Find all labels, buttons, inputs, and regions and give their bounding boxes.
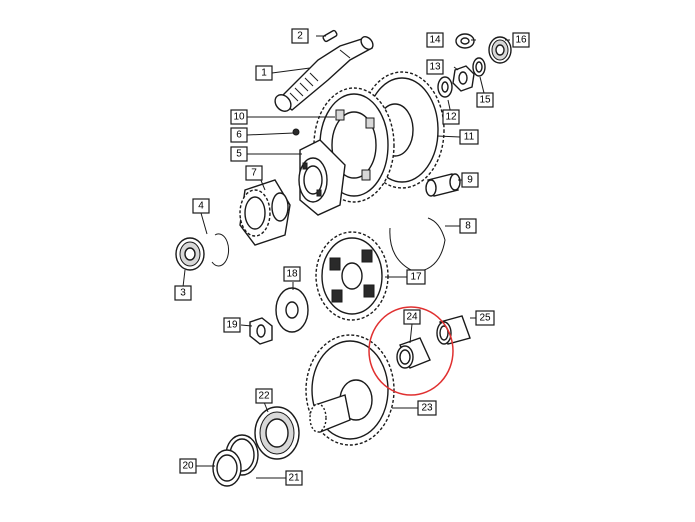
callout-10-label: 10 <box>233 112 245 123</box>
callout-4: 4 <box>192 198 210 214</box>
part-4-circlip <box>211 233 230 267</box>
callout-5: 5 <box>230 146 248 162</box>
callout-14-label: 14 <box>429 35 441 46</box>
callout-13: 13 <box>426 59 444 75</box>
callout-24: 24 <box>403 309 421 325</box>
callout-11: 11 <box>459 129 479 145</box>
callout-14: 14 <box>426 32 444 48</box>
part-19-nut <box>249 317 273 345</box>
part-23-cluster-gear <box>305 334 395 446</box>
part-20-seal-ring <box>212 449 242 487</box>
callout-23: 23 <box>417 400 437 416</box>
callout-25-label: 25 <box>479 313 491 324</box>
callout-6-label: 6 <box>236 130 242 141</box>
callout-1: 1 <box>255 65 273 81</box>
callout-21: 21 <box>285 470 303 486</box>
callout-22-label: 22 <box>258 391 270 402</box>
callout-18-label: 18 <box>286 269 298 280</box>
part-15-spacer <box>472 57 486 77</box>
callout-23-label: 23 <box>421 403 433 414</box>
callout-7-label: 7 <box>251 168 257 179</box>
callout-12-label: 12 <box>445 112 457 123</box>
callout-22: 22 <box>255 388 273 404</box>
part-22-ball-bearing <box>254 406 300 460</box>
callout-21-label: 21 <box>288 473 300 484</box>
part-12-washer <box>437 76 453 98</box>
part-3-bearing <box>175 237 205 271</box>
part-17-sprocket <box>315 231 389 321</box>
callout-24-label: 24 <box>406 312 418 323</box>
callout-15-label: 15 <box>479 95 491 106</box>
part-16-bearing <box>488 36 512 64</box>
callout-20-label: 20 <box>182 461 194 472</box>
callout-19-label: 19 <box>226 320 238 331</box>
callout-4-label: 4 <box>198 201 204 212</box>
part-18-thrust-washer <box>275 287 309 333</box>
callout-16-label: 16 <box>515 35 527 46</box>
part-14-washer <box>455 33 475 49</box>
callout-11-label: 11 <box>464 132 475 143</box>
callout-2-label: 2 <box>297 31 303 42</box>
callout-7: 7 <box>245 165 263 181</box>
callout-3-label: 3 <box>180 288 186 299</box>
callout-9: 9 <box>461 172 479 188</box>
callout-9-label: 9 <box>467 175 473 186</box>
callout-5-label: 5 <box>236 149 242 160</box>
part-1-shaft <box>274 36 374 112</box>
part-25-needle-bearing <box>436 315 471 345</box>
callout-8: 8 <box>459 218 477 234</box>
callout-12: 12 <box>442 109 460 125</box>
part-8-wire-ring <box>389 217 446 273</box>
part-7-hub-gear <box>239 179 291 246</box>
callout-19: 19 <box>223 317 241 333</box>
part-2-key <box>322 29 338 43</box>
callout-18: 18 <box>283 266 301 282</box>
callout-1-label: 1 <box>261 68 267 79</box>
part-5-shift-sleeve <box>298 139 346 216</box>
callout-13-label: 13 <box>429 62 441 73</box>
callout-15: 15 <box>476 92 494 108</box>
part-13-nut <box>452 65 475 92</box>
part-24-needle-bearing <box>396 337 431 369</box>
callout-6: 6 <box>230 127 248 143</box>
callout-2: 2 <box>291 28 309 44</box>
callout-25: 25 <box>475 310 495 326</box>
callout-3: 3 <box>174 285 192 301</box>
callout-17: 17 <box>406 269 426 285</box>
highlight-circle <box>368 306 454 396</box>
callout-20: 20 <box>179 458 197 474</box>
part-9-bushing <box>425 173 461 197</box>
callout-8-label: 8 <box>465 221 471 232</box>
callout-10: 10 <box>230 109 248 125</box>
callout-17-label: 17 <box>410 272 422 283</box>
part-6-pin <box>292 128 300 136</box>
callout-16: 16 <box>512 32 530 48</box>
